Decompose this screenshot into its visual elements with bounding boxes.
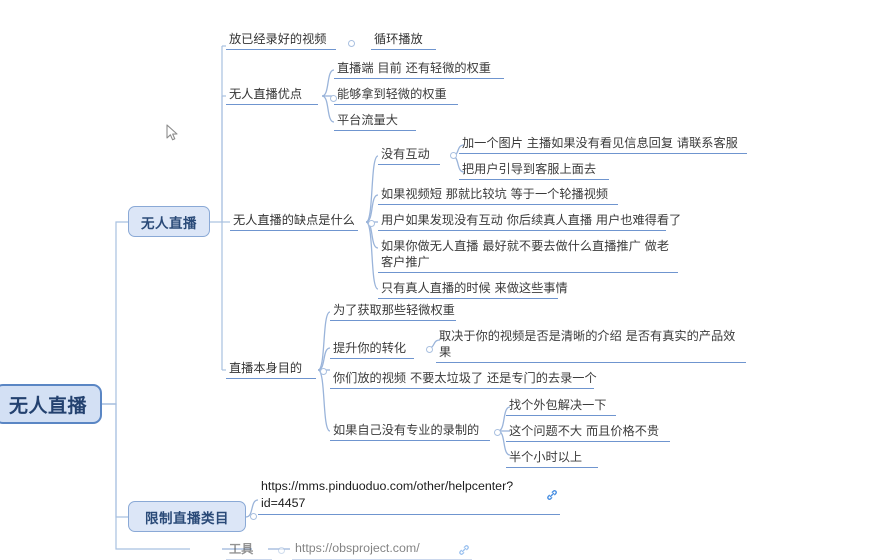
- topic-node-users-notice-no-interaction[interactable]: 用户如果发现没有互动 你后续真人直播 用户也难得看了: [378, 212, 681, 231]
- topic-node-label: 取决于你的视频是否是清晰的介绍 是否有真实的产品效果: [439, 329, 736, 359]
- topic-node-label: 直播本身目的: [229, 361, 303, 375]
- link-icon[interactable]: [546, 489, 558, 501]
- collapse-toggle-dot[interactable]: [320, 368, 327, 375]
- collapse-toggle-dot[interactable]: [450, 152, 457, 159]
- topic-node-label: 无人直播的缺点是什么: [233, 213, 355, 227]
- collapse-toggle-dot[interactable]: [348, 40, 355, 47]
- topic-node-disadvantages[interactable]: 无人直播的缺点是什么: [230, 212, 358, 231]
- branch-node-label: 无人直播: [141, 215, 197, 232]
- topic-node-adv-can-get-weight[interactable]: 能够拿到轻微的权重: [334, 86, 458, 105]
- topic-node-label: 放已经录好的视频: [229, 32, 327, 46]
- topic-node-video-quality[interactable]: 你们放的视频 不要太垃圾了 还是专门的去录一个: [330, 370, 597, 389]
- topic-node-avoid-promotion[interactable]: 如果你做无人直播 最好就不要去做什么直播推广 做老客户推广: [378, 238, 678, 273]
- topic-node-label: 你们放的视频 不要太垃圾了 还是专门的去录一个: [333, 371, 597, 385]
- root-node[interactable]: 无人直播: [0, 384, 102, 424]
- topic-node-label: 平台流量大: [337, 113, 398, 127]
- topic-node-pinduoduo-helpcenter-url[interactable]: https://mms.pinduoduo.com/other/helpcent…: [258, 478, 560, 515]
- topic-node-add-image-contact-service[interactable]: 加一个图片 主播如果没有看见信息回复 请联系客服: [459, 135, 747, 154]
- topic-node-obs-url[interactable]: https://obsproject.com/: [292, 540, 472, 560]
- topic-node-label: 无人直播优点: [229, 87, 303, 101]
- collapse-toggle-dot[interactable]: [426, 346, 433, 353]
- topic-node-adv-platform-traffic[interactable]: 平台流量大: [334, 112, 416, 131]
- topic-node-label: 循环播放: [374, 32, 423, 46]
- topic-node-label: 找个外包解决一下: [509, 398, 607, 412]
- topic-node-label: 这个问题不大 而且价格不贵: [509, 424, 660, 438]
- topic-node-label: 没有互动: [381, 147, 430, 161]
- topic-node-cheap-not-big-issue[interactable]: 这个问题不大 而且价格不贵: [506, 423, 670, 442]
- topic-node-label: 加一个图片 主播如果没有看见信息回复 请联系客服: [462, 136, 738, 150]
- link-icon[interactable]: [458, 544, 470, 556]
- topic-node-get-slight-weight[interactable]: 为了获取那些轻微权重: [330, 302, 456, 321]
- topic-node-label: 能够拿到轻微的权重: [337, 87, 447, 101]
- topic-node-label: 如果视频短 那就比较坑 等于一个轮播视频: [381, 187, 609, 201]
- root-node-label: 无人直播: [8, 394, 87, 417]
- branch-node-wurenzhibo[interactable]: 无人直播: [128, 206, 210, 237]
- topic-node-label: 把用户引导到客服上面去: [462, 162, 597, 176]
- topic-node-label: 提升你的转化: [333, 341, 407, 355]
- topic-node-label: https://mms.pinduoduo.com/other/helpcent…: [261, 479, 514, 510]
- topic-node-loop-play[interactable]: 循环播放: [371, 31, 436, 50]
- topic-node-half-hour-plus[interactable]: 半个小时以上: [506, 449, 598, 468]
- branch-node-label: 限制直播类目: [145, 510, 229, 527]
- branch-node-xianzhi-leimu[interactable]: 限制直播类目: [128, 501, 246, 532]
- topic-node-label: 只有真人直播的时候 来做这些事情: [381, 281, 568, 295]
- topic-node-label: 为了获取那些轻微权重: [333, 303, 455, 317]
- topic-node-no-professional-recording[interactable]: 如果自己没有专业的录制的: [330, 422, 490, 441]
- collapse-toggle-dot[interactable]: [368, 220, 375, 227]
- branch-node-gongju[interactable]: 工具: [226, 541, 272, 560]
- topic-node-outsource[interactable]: 找个外包解决一下: [506, 397, 616, 416]
- collapse-toggle-dot[interactable]: [330, 95, 337, 102]
- topic-node-label: 如果自己没有专业的录制的: [333, 423, 480, 437]
- topic-node-improve-conversion[interactable]: 提升你的转化: [330, 340, 414, 359]
- collapse-toggle-dot[interactable]: [250, 513, 257, 520]
- topic-node-guide-to-service[interactable]: 把用户引导到客服上面去: [459, 161, 609, 180]
- topic-node-depends-on-video-clarity[interactable]: 取决于你的视频是否是清晰的介绍 是否有真实的产品效果: [436, 328, 746, 363]
- topic-node-label: 半个小时以上: [509, 450, 583, 464]
- topic-node-play-recorded-video[interactable]: 放已经录好的视频: [226, 31, 336, 50]
- topic-node-label: https://obsproject.com/: [295, 541, 420, 555]
- topic-node-only-real-live[interactable]: 只有真人直播的时候 来做这些事情: [378, 280, 568, 299]
- topic-node-live-purpose[interactable]: 直播本身目的: [226, 360, 316, 379]
- collapse-toggle-dot[interactable]: [494, 429, 501, 436]
- topic-node-adv-weight-now[interactable]: 直播端 目前 还有轻微的权重: [334, 60, 504, 79]
- branch-node-label: 工具: [229, 542, 254, 556]
- topic-node-short-video-issue[interactable]: 如果视频短 那就比较坑 等于一个轮播视频: [378, 186, 618, 205]
- topic-node-advantages[interactable]: 无人直播优点: [226, 86, 318, 105]
- topic-node-label: 直播端 目前 还有轻微的权重: [337, 61, 491, 75]
- topic-node-label: 用户如果发现没有互动 你后续真人直播 用户也难得看了: [381, 213, 682, 227]
- topic-node-label: 如果你做无人直播 最好就不要去做什么直播推广 做老客户推广: [381, 239, 670, 269]
- topic-node-no-interaction[interactable]: 没有互动: [378, 146, 440, 165]
